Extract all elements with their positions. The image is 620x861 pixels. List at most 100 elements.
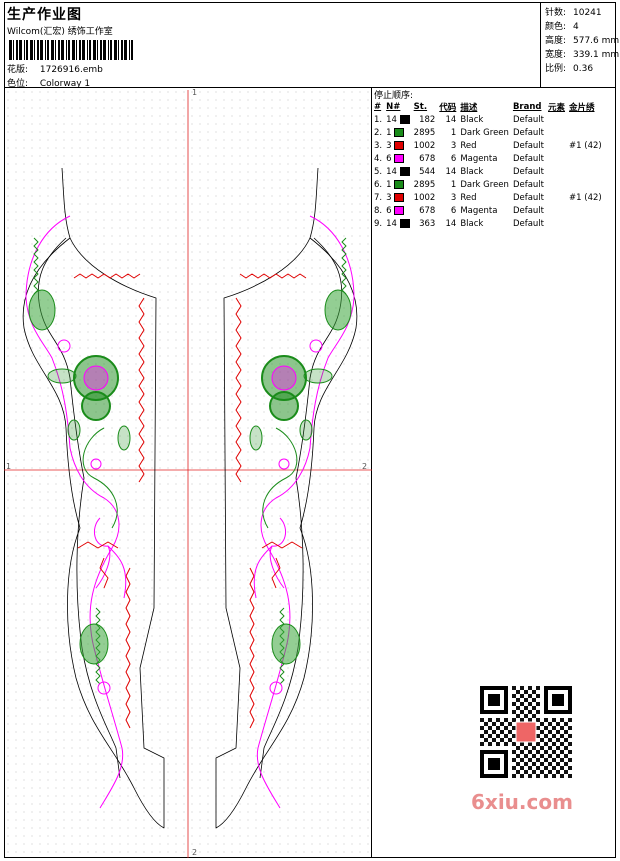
row-brand: Default bbox=[512, 205, 544, 216]
row-needle: 14 bbox=[384, 165, 412, 178]
row-element bbox=[546, 152, 567, 165]
right-outer-outline bbox=[215, 167, 358, 829]
col-needle: N# bbox=[386, 101, 401, 112]
left-panel-design bbox=[22, 167, 165, 829]
row-code: 14 bbox=[445, 114, 457, 125]
row-stitches: 182 bbox=[419, 114, 436, 125]
left-stem-curl bbox=[82, 427, 118, 529]
row-element bbox=[546, 178, 567, 191]
color-swatch bbox=[394, 192, 405, 202]
row-element bbox=[546, 139, 567, 152]
row-description: Dark Green bbox=[460, 127, 509, 138]
header-panel: 生产作业图 Wilcom(汇宏) 绣饰工作室 花版: 1726916.emb 色… bbox=[4, 2, 541, 89]
stat-stitches: 针数:10241 bbox=[545, 8, 602, 18]
left-red-zigzag-top bbox=[73, 273, 141, 279]
col-index: # bbox=[374, 101, 382, 112]
row-stitches: 2895 bbox=[413, 127, 436, 138]
axis-label-right: 2 bbox=[362, 462, 368, 471]
row-description: Black bbox=[460, 114, 484, 125]
col-element: 元素 bbox=[548, 102, 566, 113]
col-sequin: 金片绣 bbox=[569, 102, 595, 113]
row-description: Red bbox=[460, 140, 477, 151]
row-sequin bbox=[567, 113, 604, 126]
stat-scale: 比例:0.36 bbox=[545, 64, 594, 74]
row-description: Magenta bbox=[460, 205, 498, 216]
row-code: 3 bbox=[450, 192, 457, 203]
stat-height: 高度:577.6 mm bbox=[545, 36, 620, 46]
color-swatch bbox=[394, 179, 405, 189]
col-description: 描述 bbox=[460, 102, 478, 113]
right-red-flower-lines bbox=[261, 541, 303, 589]
row-code: 14 bbox=[445, 166, 457, 177]
colorway-label: 色位: bbox=[7, 79, 29, 89]
left-small-bud-3 bbox=[97, 681, 111, 695]
axis-label-left: 1 bbox=[6, 462, 12, 471]
row-needle: 14 bbox=[384, 113, 412, 126]
row-stitches: 2895 bbox=[413, 179, 436, 190]
company-name: Wilcom(汇宏) 绣饰工作室 bbox=[7, 27, 113, 37]
left-outer-outline bbox=[22, 167, 165, 829]
table-header-row: # N# St. 代码 描述 Brand 元素 金片绣 bbox=[372, 100, 604, 113]
row-brand: Default bbox=[512, 153, 544, 164]
row-needle: 3 bbox=[384, 191, 412, 204]
row-element bbox=[546, 217, 567, 230]
row-sequin bbox=[567, 126, 604, 139]
left-leaf-1 bbox=[47, 368, 77, 384]
row-sequin bbox=[567, 178, 604, 191]
color-swatch bbox=[394, 127, 405, 137]
row-stitches: 678 bbox=[419, 205, 436, 216]
right-small-bud-3 bbox=[269, 681, 283, 695]
row-element bbox=[546, 113, 567, 126]
page-title: 生产作业图 bbox=[7, 7, 82, 23]
row-code: 1 bbox=[450, 179, 457, 190]
row-stitches: 363 bbox=[419, 218, 436, 229]
stop-sequence-title: 停止顺序: bbox=[374, 91, 414, 101]
row-stitches: 544 bbox=[419, 166, 436, 177]
row-sequin: #1 (42) bbox=[569, 140, 602, 151]
right-flower-inner bbox=[271, 365, 297, 391]
row-description: Red bbox=[460, 192, 477, 203]
design-canvas: 1 2 1 2 bbox=[4, 88, 372, 858]
row-brand: Default bbox=[512, 179, 544, 190]
row-needle: 6 bbox=[384, 204, 412, 217]
row-needle: 1 bbox=[384, 178, 412, 191]
row-needle: 1 bbox=[384, 126, 412, 139]
right-red-zigzag-lower bbox=[249, 567, 255, 729]
right-small-bud-1 bbox=[309, 339, 323, 353]
left-green-leaf-mesh-lower bbox=[79, 623, 109, 665]
row-brand: Default bbox=[512, 127, 544, 138]
left-red-zigzag-lower bbox=[125, 567, 131, 729]
row-element bbox=[546, 191, 567, 204]
row-code: 14 bbox=[445, 218, 457, 229]
color-swatch bbox=[394, 205, 405, 215]
watermark-logo: 6xiu.com bbox=[471, 790, 573, 814]
col-code: 代码 bbox=[439, 102, 457, 113]
color-swatch bbox=[399, 218, 410, 228]
left-magenta-border bbox=[25, 215, 124, 809]
left-green-zigzag bbox=[33, 237, 39, 295]
row-element bbox=[546, 165, 567, 178]
stats-panel: 针数:10241 颜色:4 高度:577.6 mm 宽度:339.1 mm 比例… bbox=[541, 2, 620, 88]
stop-sequence-panel: 停止顺序: # N# St. 代码 描述 Brand 元素 金片绣 1.14 1… bbox=[372, 88, 616, 858]
row-code: 6 bbox=[450, 205, 457, 216]
right-red-zigzag-stem bbox=[235, 297, 242, 483]
row-brand: Default bbox=[512, 140, 544, 151]
left-flower-inner bbox=[83, 365, 109, 391]
row-brand: Default bbox=[512, 166, 544, 177]
design-file-row: 花版: 1726916.emb bbox=[7, 62, 103, 75]
colorway-value: Colorway 1 bbox=[39, 79, 91, 89]
row-stitches: 1002 bbox=[413, 192, 436, 203]
color-swatch bbox=[399, 166, 410, 176]
left-small-bud-1 bbox=[57, 339, 71, 353]
right-flower-outer-2 bbox=[269, 391, 299, 421]
row-description: Magenta bbox=[460, 153, 498, 164]
right-green-leaf-mesh bbox=[324, 289, 352, 331]
row-sequin bbox=[567, 217, 604, 230]
qr-code bbox=[470, 680, 585, 785]
